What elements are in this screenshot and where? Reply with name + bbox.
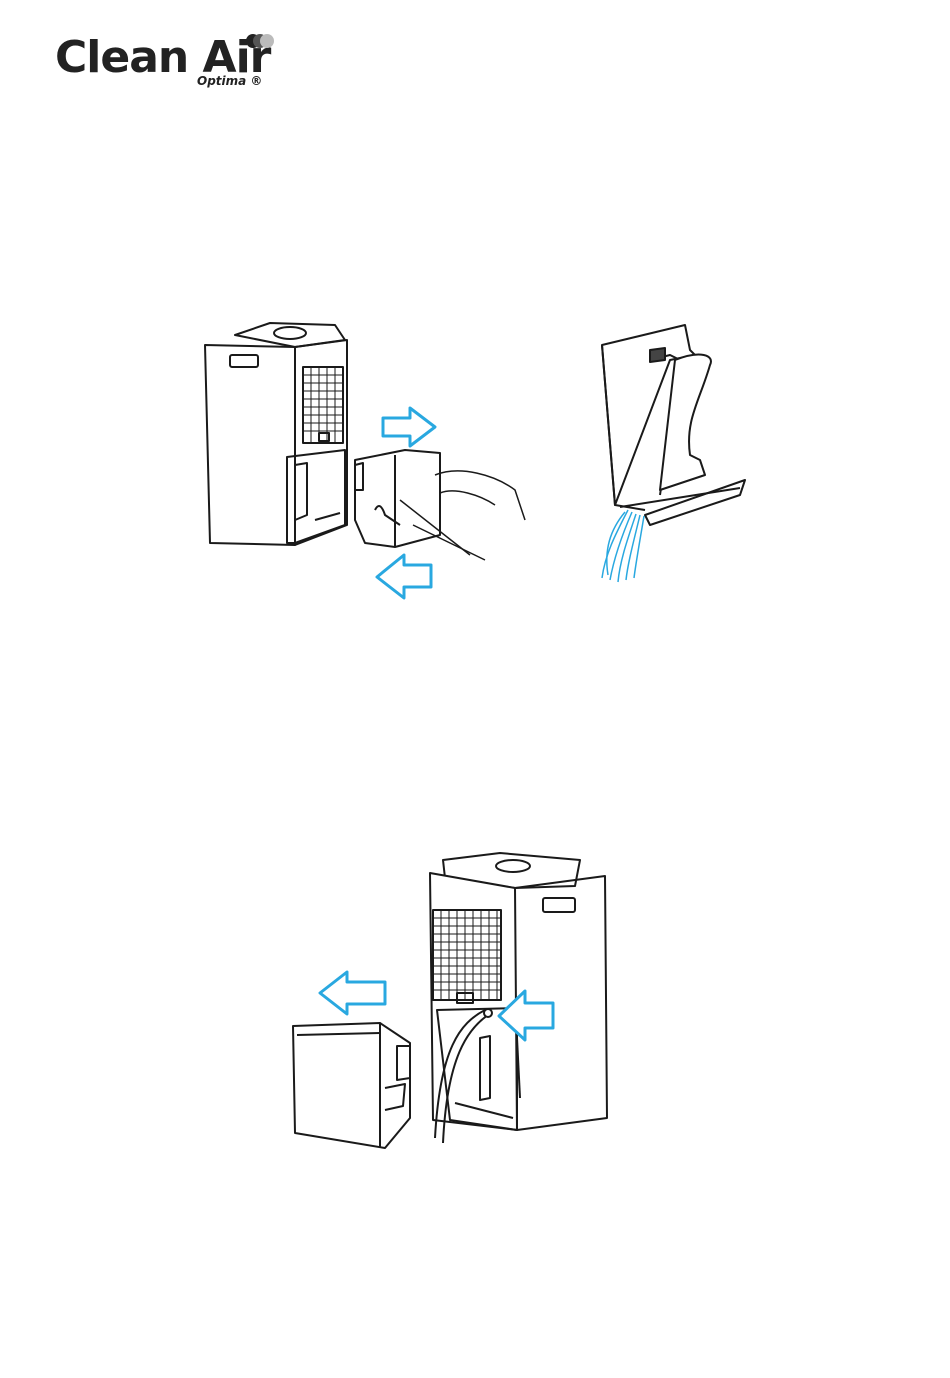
- logo-circles-icon: [245, 32, 275, 50]
- arrow-left-icon: [320, 972, 385, 1014]
- brand-logo: Clean Air Optima ®: [55, 28, 285, 98]
- remove-tank-figure: [195, 315, 540, 605]
- brand-subtitle: Optima ®: [197, 74, 262, 88]
- water-tank-tilted: [602, 325, 745, 525]
- empty-tank-figure: [590, 320, 760, 585]
- arrow-left-icon: [377, 555, 431, 598]
- drain-hose-figure: [285, 848, 620, 1153]
- water-tank: [293, 1023, 410, 1148]
- dehumidifier-unit: [430, 853, 607, 1130]
- water-stream: [602, 510, 644, 582]
- arrow-right-icon: [383, 408, 435, 446]
- dehumidifier-unit: [205, 323, 347, 545]
